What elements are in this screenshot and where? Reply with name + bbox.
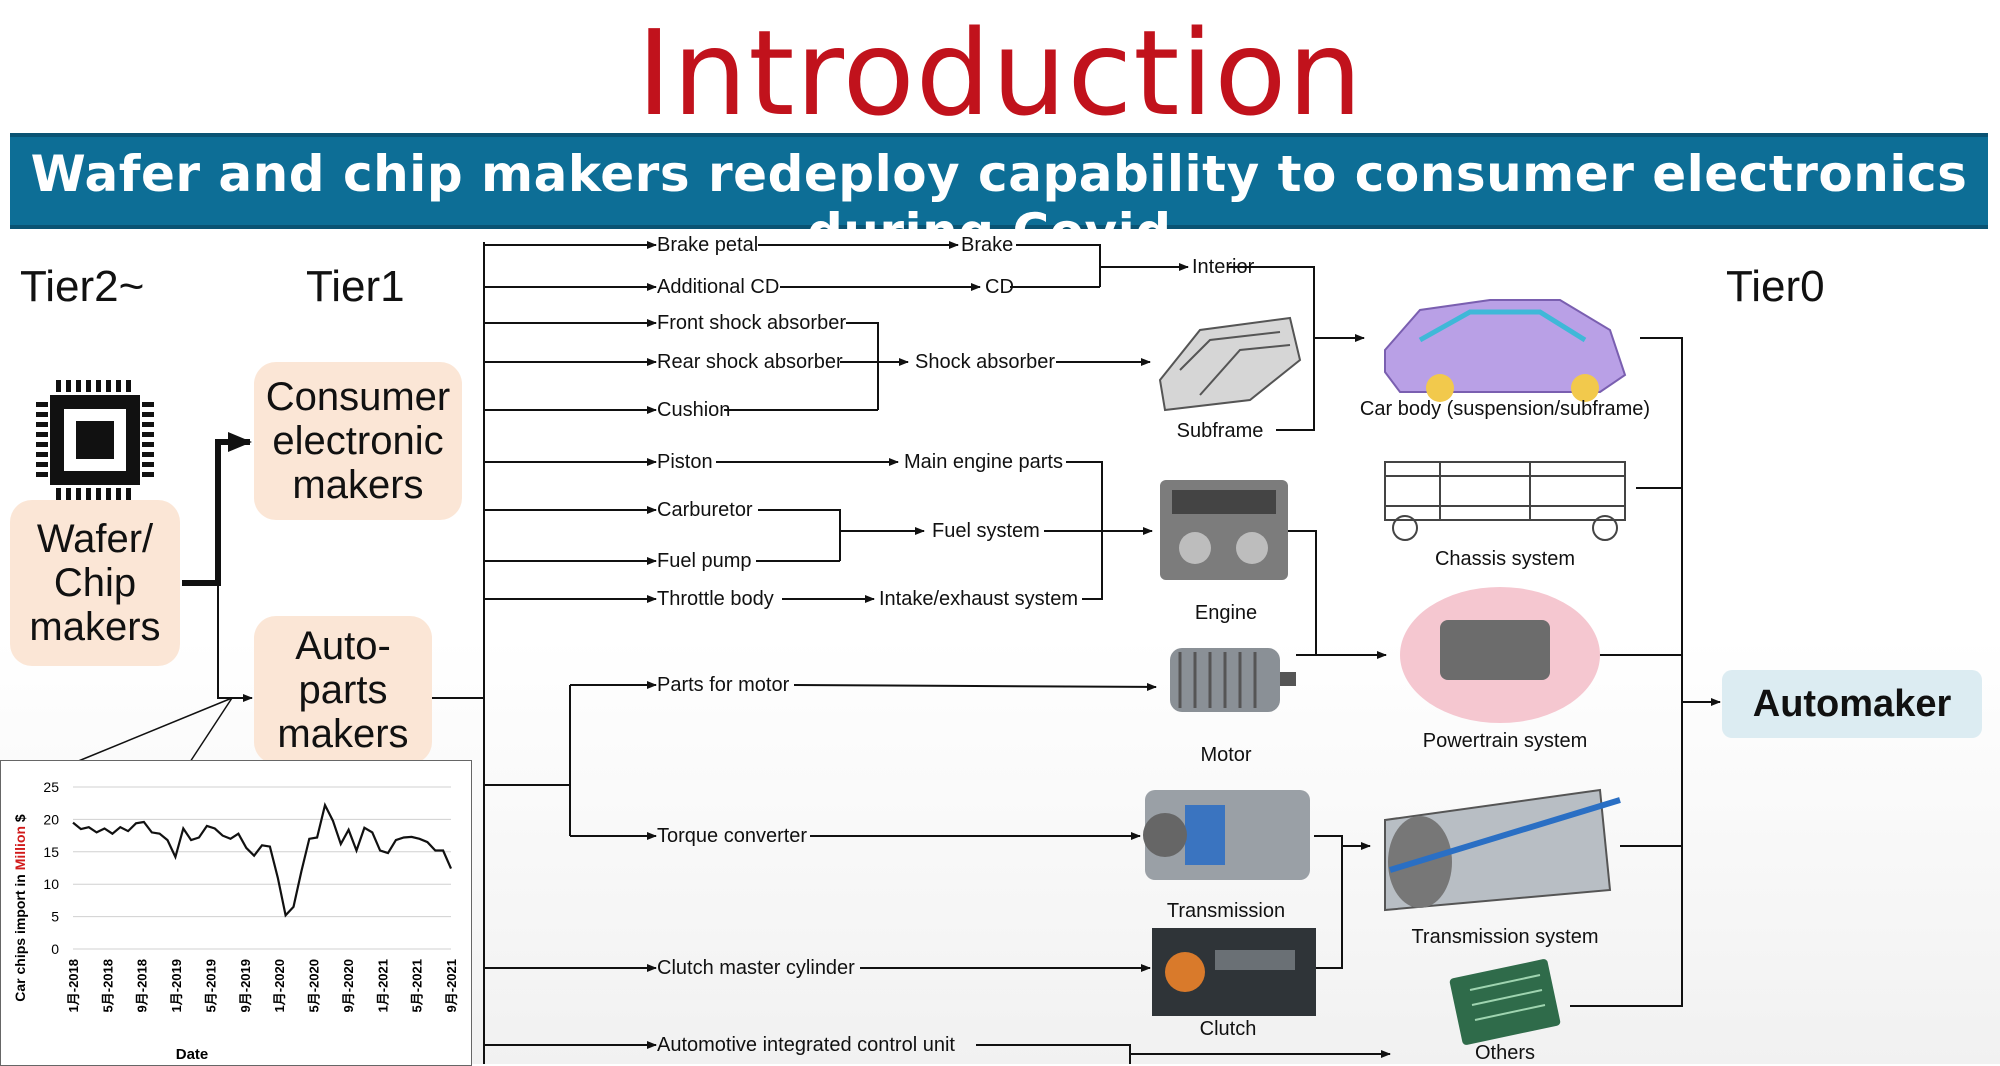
part-additional-cd: Additional CD bbox=[657, 276, 779, 298]
group-shock-absorber: Shock absorber bbox=[915, 351, 1055, 373]
chart-x-tick-label: 1月-2018 bbox=[66, 959, 81, 1012]
chart-x-tick-label: 1月-2019 bbox=[169, 959, 184, 1012]
chart-x-tick-label: 9月-2018 bbox=[135, 959, 150, 1012]
motor-image bbox=[1170, 648, 1296, 712]
part-torque-converter: Torque converter bbox=[657, 825, 807, 847]
chart-x-tick-label: 1月-2021 bbox=[375, 959, 390, 1012]
part-rear-shock-absorber: Rear shock absorber bbox=[657, 351, 843, 373]
caption-chassis-system: Chassis system bbox=[1390, 548, 1620, 571]
part-carburetor: Carburetor bbox=[657, 499, 753, 521]
consumer-electronic-makers-box: Consumer electronic makers bbox=[254, 362, 462, 520]
chart-x-tick-label: 5月-2018 bbox=[100, 959, 115, 1012]
transmission-system-image bbox=[1385, 790, 1620, 910]
caption-others: Others bbox=[1430, 1042, 1580, 1065]
chart-y-axis-label: Car chips import in Million $ bbox=[12, 814, 28, 1002]
car-body-image bbox=[1385, 300, 1625, 402]
chart-x-tick-label: 5月-2020 bbox=[307, 959, 322, 1012]
caption-engine: Engine bbox=[1156, 602, 1296, 625]
caption-car-body: Car body (suspension/subframe) bbox=[1340, 398, 1670, 421]
part-clutch-master-cylinder: Clutch master cylinder bbox=[657, 957, 855, 979]
group-brake: Brake bbox=[961, 234, 1013, 256]
chassis-image bbox=[1385, 462, 1625, 540]
group-intake-exhaust-system: Intake/exhaust system bbox=[879, 588, 1078, 610]
chart-x-tick-label: 1月-2020 bbox=[272, 959, 287, 1012]
part-fuel-pump: Fuel pump bbox=[657, 550, 752, 572]
caption-subframe: Subframe bbox=[1150, 420, 1290, 443]
chart-y-tick-label: 10 bbox=[43, 876, 59, 892]
chart-x-tick-label: 9月-2019 bbox=[238, 959, 253, 1012]
chart-x-tick-label: 9月-2021 bbox=[444, 959, 459, 1012]
caption-powertrain-system: Powertrain system bbox=[1390, 730, 1620, 753]
chart-y-tick-label: 15 bbox=[43, 844, 59, 860]
part-parts-for-motor: Parts for motor bbox=[657, 674, 789, 696]
group-cd: CD bbox=[985, 276, 1014, 298]
part-front-shock-absorber: Front shock absorber bbox=[657, 312, 846, 334]
group-interior: Interior bbox=[1192, 256, 1254, 278]
caption-transmission-system: Transmission system bbox=[1390, 926, 1620, 949]
wafer-chip-makers-box: Wafer/ Chip makers bbox=[10, 500, 180, 666]
chip-icon bbox=[36, 380, 154, 500]
part-throttle-body: Throttle body bbox=[657, 588, 774, 610]
part-automotive-integrated-control-unit: Automotive integrated control unit bbox=[657, 1034, 955, 1056]
subframe-image bbox=[1160, 318, 1300, 410]
chart-x-tick-label: 5月-2021 bbox=[410, 959, 425, 1012]
chart-y-tick-label: 20 bbox=[43, 811, 59, 827]
chart-x-axis-label: Date bbox=[176, 1046, 209, 1063]
chart-svg: 0 5 10 15 20 25 1月-2018 5月-2018 9月-2018 1月-2019 5月… bbox=[1, 761, 471, 1065]
chart-series-line bbox=[73, 805, 451, 915]
transmission-image bbox=[1143, 790, 1310, 880]
car-chip-import-chart: 0 5 10 15 20 25 1月-2018 5月-2018 9月-2018 1月-2019 5月… bbox=[0, 760, 472, 1066]
group-fuel-system: Fuel system bbox=[932, 520, 1040, 542]
automaker-box: Automaker bbox=[1722, 670, 1982, 738]
caption-clutch: Clutch bbox=[1158, 1018, 1298, 1041]
powertrain-image bbox=[1400, 587, 1600, 723]
clutch-image bbox=[1152, 928, 1316, 1016]
chart-y-tick-label: 0 bbox=[51, 941, 59, 957]
group-main-engine-parts: Main engine parts bbox=[904, 451, 1063, 473]
autoparts-makers-box: Auto- parts makers bbox=[254, 616, 432, 764]
chart-y-tick-label: 5 bbox=[51, 909, 59, 925]
chart-x-tick-label: 5月-2019 bbox=[203, 959, 218, 1012]
part-piston: Piston bbox=[657, 451, 713, 473]
part-brake-petal: Brake petal bbox=[657, 234, 758, 256]
engine-image bbox=[1160, 480, 1288, 580]
caption-transmission: Transmission bbox=[1146, 900, 1306, 923]
chart-y-tick-label: 25 bbox=[43, 779, 59, 795]
chart-x-tick-label: 9月-2020 bbox=[341, 959, 356, 1012]
part-cushion: Cushion bbox=[657, 399, 730, 421]
caption-motor: Motor bbox=[1156, 744, 1296, 767]
others-ecu-image bbox=[1449, 958, 1561, 1045]
